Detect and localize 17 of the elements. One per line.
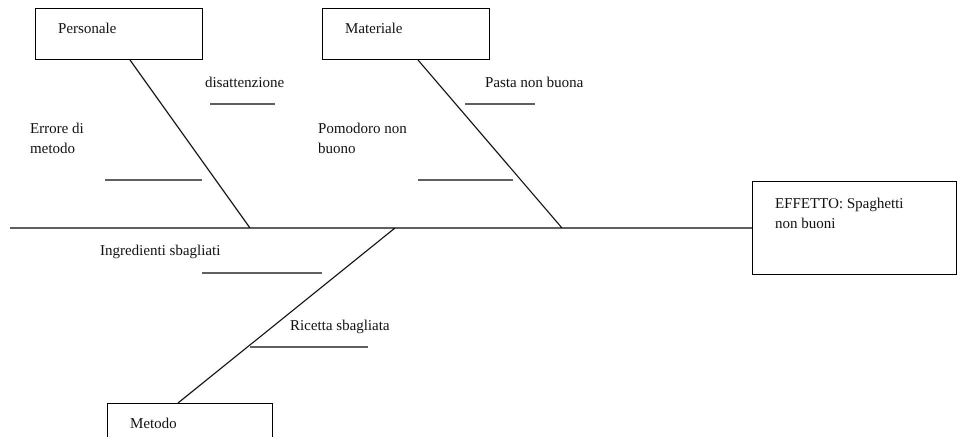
cause-label: Ingredienti sbagliati xyxy=(100,242,222,261)
category-box xyxy=(322,8,490,60)
bone-line xyxy=(178,228,396,404)
cause-label: Ricetta sbagliata xyxy=(290,317,391,336)
bone-line xyxy=(130,60,250,228)
cause-label: disattenzione xyxy=(205,74,286,93)
category-label: Materiale xyxy=(345,21,402,38)
effect-text: EFFETTO: Spaghetti non buoni xyxy=(775,195,904,234)
bone-line xyxy=(418,60,562,228)
spine-line xyxy=(10,227,752,229)
cause-label: Errore di metodo xyxy=(30,120,85,159)
cause-label: Pasta non buona xyxy=(485,74,584,93)
category-label: Metodo xyxy=(130,416,177,433)
effect-box xyxy=(752,181,957,275)
cause-label: Pomodoro non buono xyxy=(318,120,408,159)
category-box xyxy=(35,8,203,60)
category-label: Personale xyxy=(58,21,116,38)
